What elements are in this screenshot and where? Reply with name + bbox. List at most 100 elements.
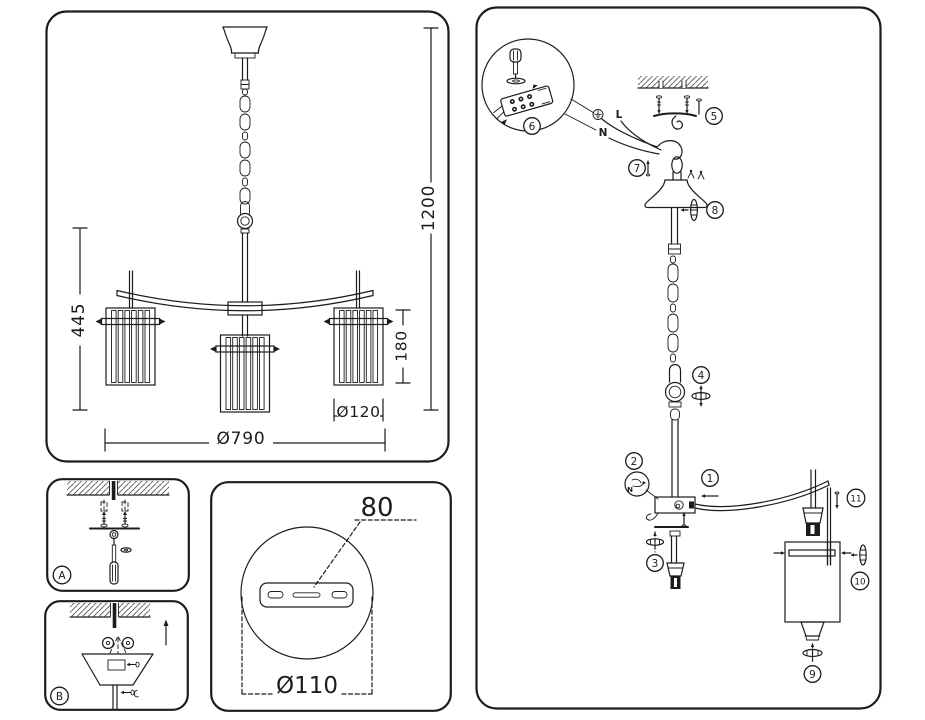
chain-drawing xyxy=(239,88,251,205)
svg-text:6: 6 xyxy=(529,121,536,133)
hanging-ring-drawing xyxy=(236,201,254,234)
svg-text:7: 7 xyxy=(634,163,641,175)
callout-4: 4 xyxy=(692,366,710,384)
knurled-nut-3-drawing xyxy=(645,531,665,553)
dim-shade-diameter-label: Ø120 xyxy=(336,403,380,421)
dim-shade-height: 180 xyxy=(393,309,411,384)
slot-dimension: 80 xyxy=(313,493,417,588)
knurled-nut-10-drawing xyxy=(850,544,867,566)
detail-a-label: A xyxy=(58,570,66,582)
shade-left-drawing xyxy=(95,307,166,386)
bubble-leader-1 xyxy=(570,98,595,114)
wire-live-label: L xyxy=(616,109,623,121)
downrod-drawing xyxy=(112,684,139,710)
dim-body-height: 445 xyxy=(69,227,89,411)
callout-10: 10 xyxy=(850,571,870,591)
plate-slot-left xyxy=(267,591,284,599)
wire-splice-bubble: N xyxy=(624,471,659,500)
screwdriver-drawing xyxy=(509,48,522,79)
dim-fixture-diameter-label: Ø790 xyxy=(216,429,265,449)
dim-fixture-diameter: Ø790 xyxy=(104,425,386,452)
screws-and-anchors-drawing xyxy=(100,499,129,528)
callout-11: 11 xyxy=(846,488,866,508)
stem-drawing xyxy=(240,57,250,90)
shade-center-drawing xyxy=(210,334,280,413)
shackle-ring-drawing xyxy=(664,363,686,421)
bubble-wire-label: N xyxy=(627,486,633,494)
terminal-block-drawing xyxy=(493,84,554,126)
shade-fitter-drawing xyxy=(800,621,825,641)
svg-text:8: 8 xyxy=(712,205,719,217)
dim-total-height: 1200 xyxy=(419,27,439,411)
canopy-drawing xyxy=(222,26,268,59)
svg-text:11: 11 xyxy=(850,494,861,504)
washer-drawing xyxy=(506,77,526,85)
panel-border xyxy=(210,481,452,712)
panel-mounting-detail-b: B xyxy=(44,600,189,711)
arm-socket-drawing xyxy=(802,469,824,536)
callout-1: 1 xyxy=(701,469,719,487)
wire-clamps-drawing xyxy=(687,169,705,180)
detail-a-badge: A xyxy=(52,565,72,585)
center-socket-drawing xyxy=(666,530,685,589)
detail-b-label: B xyxy=(56,691,63,703)
svg-text:3: 3 xyxy=(652,558,659,570)
ceiling-drawing xyxy=(66,480,170,500)
plate-diameter-label: Ø110 xyxy=(276,673,338,699)
panel-border xyxy=(45,10,450,463)
central-rod-drawing xyxy=(227,232,263,337)
svg-text:4: 4 xyxy=(698,370,705,382)
bubble-leader-2 xyxy=(564,113,597,131)
callout-9: 9 xyxy=(803,665,822,683)
dim-shade-diameter: Ø120 xyxy=(333,398,384,422)
canopy-drawing xyxy=(644,179,708,255)
chain-drawing xyxy=(667,255,679,363)
callout-7: 7 xyxy=(628,159,646,177)
dim-shade-height-label: 180 xyxy=(393,330,411,361)
svg-text:2: 2 xyxy=(631,456,638,468)
panel-assembly-diagram: 6 L N 5 xyxy=(475,6,882,710)
bracket-wings-drawing xyxy=(101,634,135,655)
plate-slot-center xyxy=(292,592,321,598)
panel-overall-dimensions: 1200 445 180 Ø120 Ø790 xyxy=(45,10,450,463)
callout-3: 3 xyxy=(646,554,664,572)
ceiling-drawing xyxy=(637,76,709,89)
panel-border xyxy=(44,600,189,711)
dim-body-height-label: 445 xyxy=(69,303,89,338)
washer-drawing xyxy=(120,547,132,553)
plate-slot-right xyxy=(331,591,348,599)
knurled-nut-8-drawing xyxy=(680,198,699,222)
panel-border xyxy=(46,478,190,592)
up-arrow xyxy=(163,619,169,646)
plate-circle-drawing xyxy=(240,526,374,660)
svg-text:5: 5 xyxy=(711,111,718,123)
shade-right-drawing xyxy=(323,307,394,386)
arm-insert-arrow xyxy=(701,494,719,498)
wire-neutral-label: N xyxy=(599,127,608,139)
callout-5: 5 xyxy=(705,107,723,125)
panel-ceiling-plate-detail: 80 Ø110 xyxy=(210,481,452,712)
callout-8: 8 xyxy=(706,201,724,219)
svg-text:1: 1 xyxy=(707,473,714,485)
terminal-block-bubble: 6 xyxy=(481,38,575,135)
small-pin-drawing xyxy=(645,160,651,177)
knurled-nut-9-drawing xyxy=(802,643,823,663)
arm-drawing xyxy=(116,270,374,312)
center-rod-drawing xyxy=(671,419,679,498)
callout-2: 2 xyxy=(625,452,643,470)
panel-border xyxy=(475,6,882,710)
supply-wires-drawing xyxy=(601,118,662,155)
ground-icon xyxy=(592,109,604,120)
mounting-bar-drawing xyxy=(89,527,140,540)
screwdriver-drawing xyxy=(109,538,119,585)
knurled-nut-4-drawing xyxy=(691,385,711,407)
hanging-hook-drawing xyxy=(656,140,683,181)
svg-text:9: 9 xyxy=(809,669,816,681)
glass-rod-11-drawing xyxy=(826,487,840,566)
shade-drawing xyxy=(773,541,852,623)
plate-diameter-dimension: Ø110 xyxy=(241,596,373,699)
hub-drawing xyxy=(645,496,696,528)
canopy-drawing xyxy=(81,653,154,686)
dim-total-height-label: 1200 xyxy=(419,185,439,231)
